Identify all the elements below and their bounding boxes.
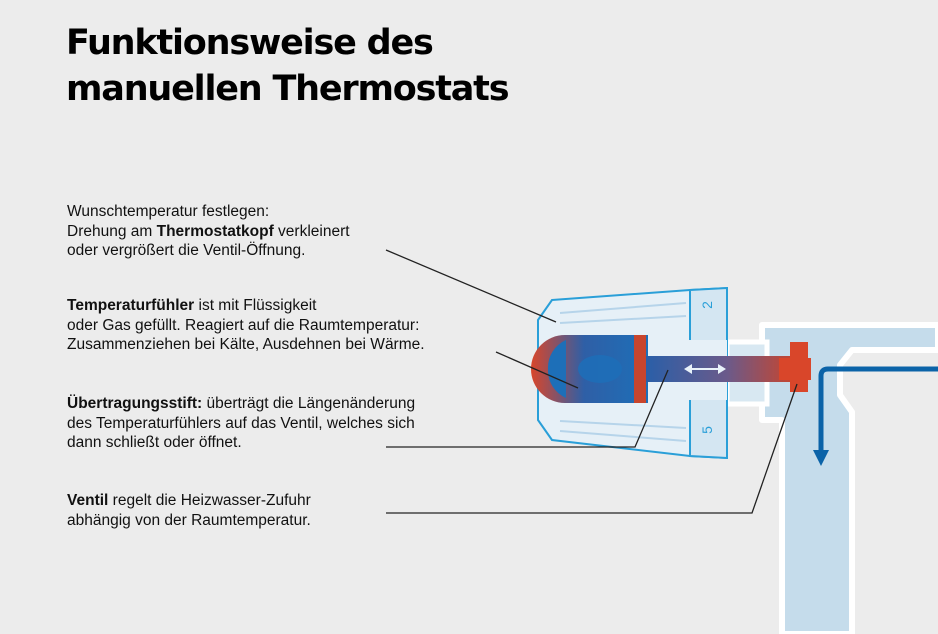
- label-temperaturfuehler-line-3: Zusammenziehen bei Kälte, Ausdehnen bei …: [67, 336, 425, 353]
- label-ventil-line-2: abhängig von der Raumtemperatur.: [67, 511, 311, 529]
- label-thermostatkopf-line-2-post: verkleinert: [273, 222, 350, 240]
- title-line-2: manuellen Thermostats: [66, 69, 510, 109]
- label-ventil-term: Ventil: [67, 492, 109, 509]
- label-temperaturfuehler: Temperaturfühler ist mit Flüssigkeit ode…: [67, 296, 425, 355]
- water-flow-arrow: [813, 366, 938, 466]
- label-ventil: Ventil regelt die Heizwasser-Zufuhr abhä…: [67, 491, 311, 530]
- scale-markings: 2 5: [699, 301, 715, 434]
- label-thermostatkopf-line-3: oder vergrößert die Ventil-Öffnung.: [67, 242, 306, 259]
- label-uebertragungsstift-line-3: dann schließt oder öffnet.: [67, 434, 242, 451]
- leader-thermostatkopf: [385, 249, 557, 323]
- leader-lines: [385, 249, 798, 514]
- label-ventil-line-1-post: regelt die Heizwasser-Zufuhr: [108, 492, 311, 509]
- label-temperaturfuehler-line-1: Temperaturfühler ist mit Flüssigkeit: [67, 296, 425, 316]
- label-uebertragungsstift-term: Übertragungsstift:: [67, 395, 203, 412]
- label-uebertragungsstift-line-1-post: überträgt die Längenänderung: [202, 395, 416, 412]
- label-temperaturfuehler-line-2: oder Gas gefüllt. Reagiert auf die Raumt…: [67, 316, 420, 334]
- label-thermostatkopf-term: Thermostatkopf: [156, 222, 274, 240]
- thermostat-head: [537, 286, 728, 460]
- label-thermostatkopf-line-1: Wunschtemperatur festlegen:: [67, 203, 270, 220]
- label-temperaturfuehler-term: Temperaturfühler: [67, 297, 195, 314]
- page-title: Funktionsweise des manuellen Thermostats: [66, 20, 510, 112]
- label-thermostatkopf-line-2: Drehung am Thermostatkopf verkleinert: [67, 222, 350, 242]
- label-thermostatkopf-line-2-pre: Drehung am: [67, 222, 157, 240]
- label-temperaturfuehler-line-1-post: ist mit Flüssigkeit: [194, 297, 317, 314]
- title-line-1: Funktionsweise des: [66, 23, 434, 63]
- label-thermostatkopf: Wunschtemperatur festlegen: Drehung am T…: [67, 202, 350, 261]
- scale-mark-top: 2: [699, 301, 715, 309]
- scale-mark-bottom: 5: [699, 426, 715, 434]
- transfer-pin: [646, 356, 794, 382]
- leader-ventil: [386, 383, 798, 514]
- label-uebertragungsstift: Übertragungsstift: überträgt die Längenä…: [67, 394, 415, 453]
- temperature-sensor: [531, 335, 648, 403]
- label-uebertragungsstift-line-2: des Temperaturfühlers auf das Ventil, we…: [67, 414, 415, 432]
- leader-uebertragungsstift: [386, 369, 669, 448]
- label-ventil-line-1: Ventil regelt die Heizwasser-Zufuhr: [67, 491, 311, 511]
- leader-temperaturfuehler: [495, 351, 579, 389]
- valve-plug: [779, 342, 811, 392]
- label-uebertragungsstift-line-1: Übertragungsstift: überträgt die Längenä…: [67, 394, 415, 414]
